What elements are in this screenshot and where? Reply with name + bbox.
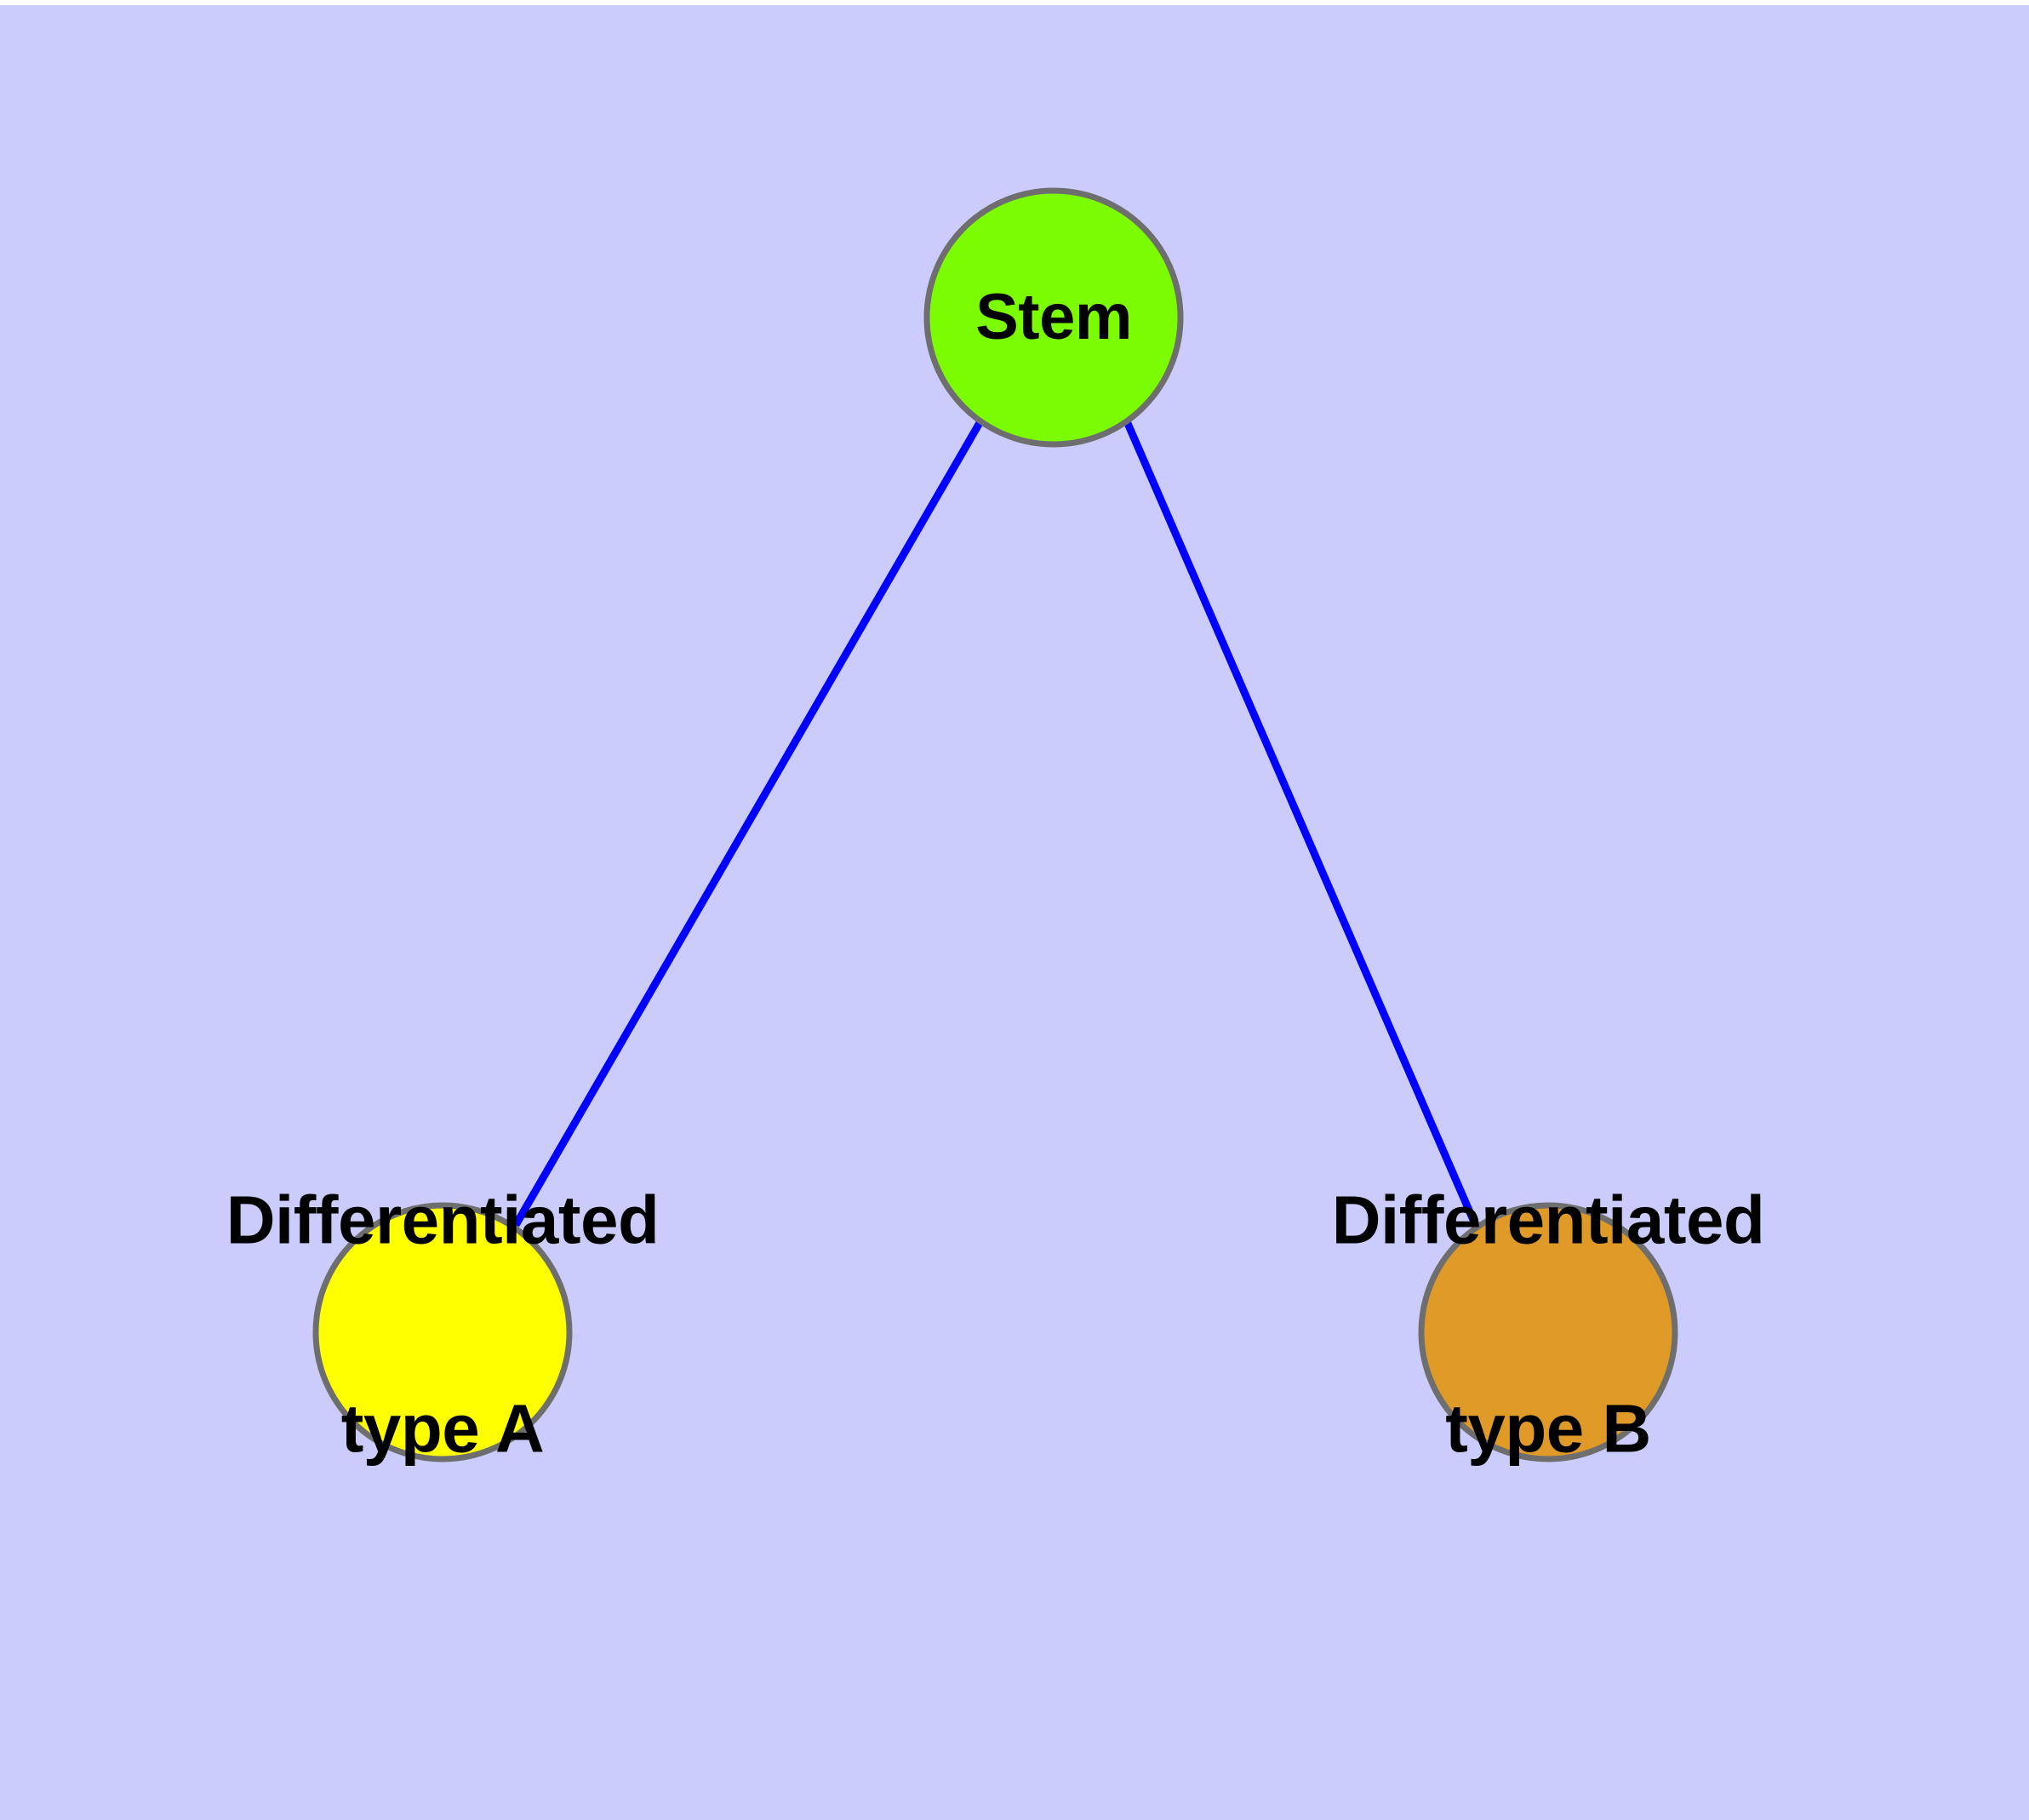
edge-layer <box>512 419 1480 1228</box>
node-layer <box>312 187 1678 1462</box>
node-differentiated-type-a[interactable] <box>312 1202 573 1462</box>
node-differentiated-type-b[interactable] <box>1418 1202 1678 1462</box>
edge-stem-to-differentiated-type-b[interactable] <box>1123 420 1480 1228</box>
edge-stem-to-differentiated-type-a[interactable] <box>512 419 984 1228</box>
node-stem[interactable] <box>923 187 1184 448</box>
